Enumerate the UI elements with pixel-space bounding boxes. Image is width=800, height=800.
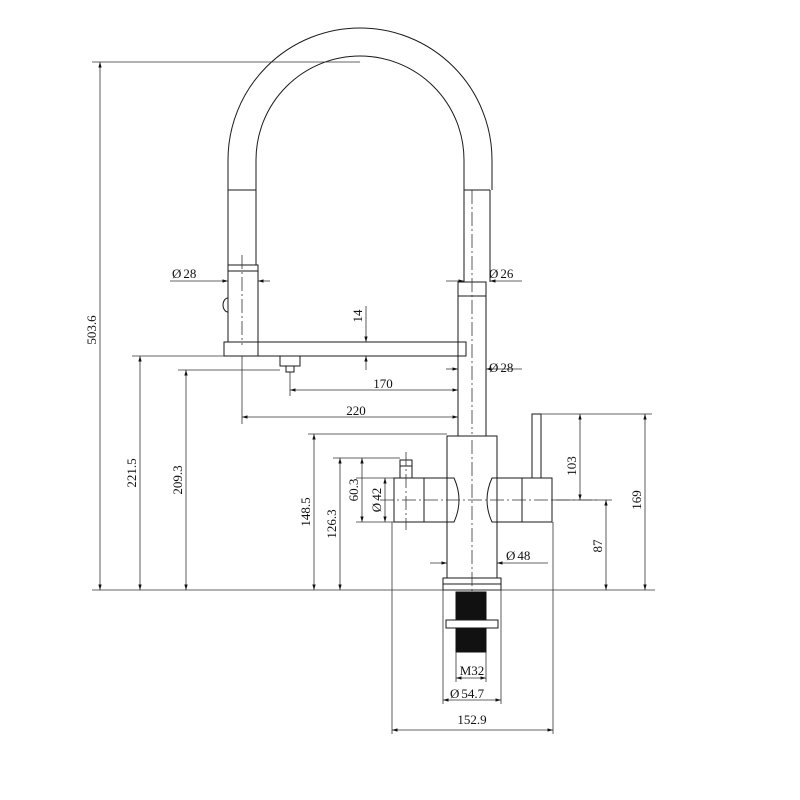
dim-body-width: 152.9 [457,712,486,727]
diameter-value: 28 [183,266,196,281]
dim-overall-height: 503.6 [84,315,99,345]
diameter-symbol: Ø [369,503,384,512]
dim-thread: M32 [460,663,485,678]
dimension-labels: 503.6 221.5 209.3 148.5 126.3 60.3 14 10… [84,266,644,727]
dim-lever-height: 103 [564,456,579,476]
diameter-value: 48 [517,548,530,563]
dim-lever-center: 87 [590,539,605,553]
diameter-symbol: Ø [489,266,498,281]
dim-height-body-top: 148.5 [298,497,313,526]
diameter-value: 42 [369,488,384,501]
diameter-symbol: Ø [450,686,459,701]
diameter-value: 28 [500,360,513,375]
diameter-value: 54.7 [461,686,484,701]
diameter-symbol: Ø [506,548,515,563]
dim-lever-top: 169 [629,490,644,510]
dim-valve-diameter: Ø 42 [369,488,384,512]
dim-spout-thickness: 14 [350,309,365,323]
diameter-symbol: Ø [172,266,181,281]
dim-spout-reach-inner: 170 [373,376,393,391]
dimension-lines [98,61,647,732]
dim-height-spout-inner: 209.3 [170,465,185,494]
dim-spout-reach: 220 [346,403,366,418]
diameter-symbol: Ø [489,360,498,375]
dim-height-side-valve: 126.3 [324,509,339,538]
dim-height-spout-outer: 221.5 [124,458,139,487]
faucet-outline [222,27,600,653]
diameter-value: 26 [500,266,514,281]
dim-valve-housing: 60.3 [346,479,361,502]
extension-lines [92,61,655,734]
